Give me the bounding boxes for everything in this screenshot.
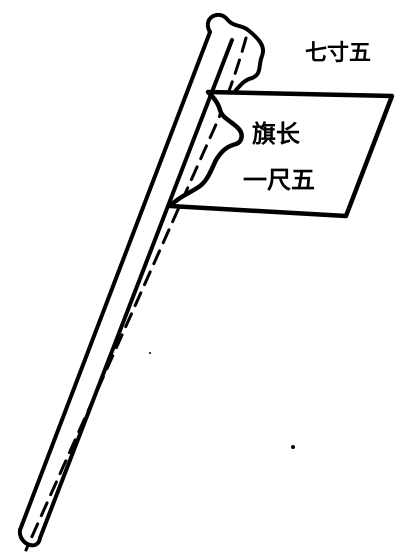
pole-bottom-cap	[17, 528, 42, 548]
pole-top-ornament	[206, 12, 265, 92]
flag-length-label-line2: 一尺五	[243, 165, 315, 194]
pole-length-label: 七寸五	[305, 40, 371, 66]
scan-speck	[291, 445, 295, 449]
pole-right-edge	[38, 38, 234, 540]
scan-speck	[149, 352, 151, 354]
flag-pole	[17, 30, 234, 548]
pole-dashed-centerline	[24, 36, 248, 552]
pole-left-edge	[18, 30, 212, 532]
flag-length-label-line1: 旗长	[252, 119, 301, 148]
flag-banner	[167, 89, 395, 219]
